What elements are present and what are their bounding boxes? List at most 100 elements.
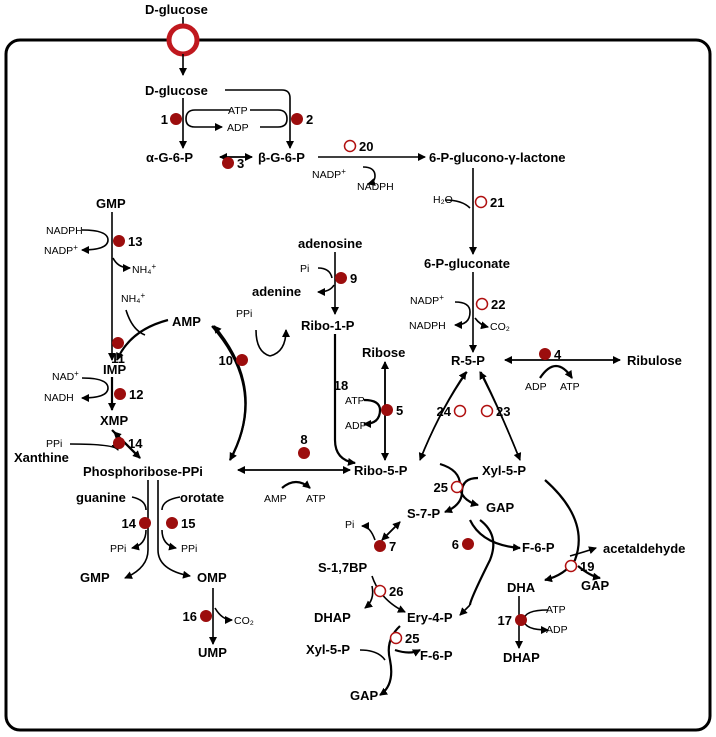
- label-co2-b: CO₂: [234, 615, 254, 627]
- enzyme-number: 24: [437, 404, 452, 419]
- label-nh4-a: NH₄+: [132, 262, 156, 277]
- label-adenine: adenine: [252, 284, 301, 299]
- label-gap-3: GAP: [581, 578, 610, 593]
- enzyme-number: 15: [181, 516, 195, 531]
- enzyme-number: 25: [405, 631, 419, 646]
- label-alpha-g6p: α-G-6-P: [146, 150, 193, 165]
- enzyme-number: 6: [452, 537, 459, 552]
- label-guanine: guanine: [76, 490, 126, 505]
- detected-dot-icon: [112, 337, 124, 349]
- enzyme-13-marker: 13: [113, 234, 142, 249]
- enzyme-4-marker: 4: [539, 347, 562, 362]
- enzyme-number: 14: [122, 516, 137, 531]
- pathway-edges: [69, 89, 621, 696]
- label-s-7-p: S-7-P: [407, 506, 441, 521]
- label-xyl-5-p-2: Xyl-5-P: [306, 642, 350, 657]
- enzyme-number: 3: [237, 156, 244, 171]
- enzyme-5-marker: 5: [381, 403, 403, 418]
- label-amp-8: AMP: [264, 493, 287, 505]
- enzyme-14-marker: 14: [122, 516, 151, 531]
- enzyme-number: 17: [498, 613, 512, 628]
- label-ump: UMP: [198, 645, 227, 660]
- enzyme-24-marker: 24: [437, 404, 467, 419]
- label-nadp-1: NADP+: [312, 167, 346, 182]
- enzyme-3-marker: 3: [222, 156, 244, 171]
- enzyme-number: 26: [389, 584, 403, 599]
- undetected-ring-icon: [475, 297, 489, 311]
- label-orotate: orotate: [180, 490, 224, 505]
- label-gmp-bottom: GMP: [80, 570, 110, 585]
- label-acetaldehyde: acetaldehyde: [603, 541, 685, 556]
- detected-dot-icon: [381, 404, 393, 416]
- enzyme-11-marker: 11: [111, 337, 125, 366]
- detected-dot-icon: [515, 614, 527, 626]
- label-nadph-13: NADPH: [46, 225, 83, 237]
- enzyme-7-marker: 7: [374, 539, 396, 554]
- enzyme-25-marker: 25: [389, 631, 419, 646]
- label-nadp-2: NADP+: [410, 293, 444, 308]
- label-co2-a: CO₂: [490, 321, 510, 333]
- label-ppi-14b: PPi: [110, 543, 126, 555]
- glucose-transporter-icon: [166, 23, 200, 57]
- label-xanthine: Xanthine: [14, 450, 69, 465]
- label-6-p-gluconate: 6-P-gluconate: [424, 256, 510, 271]
- undetected-ring-icon: [564, 559, 578, 573]
- label-prpp: Phosphoribose-PPi: [83, 464, 203, 479]
- label-adp-17: ADP: [546, 624, 568, 636]
- enzyme-number: 21: [490, 195, 504, 210]
- label-dha: DHA: [507, 580, 536, 595]
- label-atp-4: ATP: [560, 381, 580, 393]
- enzyme-12-marker: 12: [114, 387, 143, 402]
- enzyme-23-marker: 23: [480, 404, 510, 419]
- enzyme-16-marker: 16: [183, 609, 212, 624]
- label-nad: NAD+: [52, 369, 79, 384]
- label-dhap-2: DHAP: [503, 650, 540, 665]
- enzyme-number: 5: [396, 403, 403, 418]
- detected-dot-icon: [462, 538, 474, 550]
- label-gap-2: GAP: [350, 688, 379, 703]
- label-adp-1: ADP: [227, 122, 249, 134]
- enzyme-22-marker: 22: [475, 297, 505, 312]
- detected-dot-icon: [539, 348, 551, 360]
- enzyme-number: 14: [128, 436, 143, 451]
- enzyme-number: 2: [306, 112, 313, 127]
- label-ribo-1-p: Ribo-1-P: [301, 318, 355, 333]
- enzyme-number: 10: [219, 353, 233, 368]
- label-f-6-p-2: F-6-P: [420, 648, 453, 663]
- label-nadp-13: NADP+: [44, 243, 78, 258]
- label-ribose: Ribose: [362, 345, 405, 360]
- label-imp: IMP: [103, 362, 126, 377]
- enzyme-number: 13: [128, 234, 142, 249]
- detected-dot-icon: [374, 540, 386, 552]
- undetected-ring-icon: [480, 404, 494, 418]
- enzyme-18-marker: 18: [334, 378, 348, 393]
- label-atp-5: ATP: [345, 395, 365, 407]
- label-f-6-p-1: F-6-P: [522, 540, 555, 555]
- enzyme-number: 25: [434, 480, 448, 495]
- detected-dot-icon: [291, 113, 303, 125]
- enzyme-number: 12: [129, 387, 143, 402]
- detected-dot-icon: [236, 354, 248, 366]
- label-gmp-top: GMP: [96, 196, 126, 211]
- label-atp-17: ATP: [546, 604, 566, 616]
- label-adp-4: ADP: [525, 381, 547, 393]
- label-dhap-1: DHAP: [314, 610, 351, 625]
- label-pi-7: Pi: [345, 519, 354, 531]
- detected-dot-icon: [114, 388, 126, 400]
- enzyme-8-marker: 8: [298, 432, 310, 459]
- enzyme-number: 23: [496, 404, 510, 419]
- enzyme-25-marker: 25: [434, 480, 464, 495]
- enzyme-1-marker: 1: [161, 112, 182, 127]
- detected-dot-icon: [298, 447, 310, 459]
- detected-dot-icon: [335, 272, 347, 284]
- detected-dot-icon: [170, 113, 182, 125]
- enzyme-2-marker: 2: [291, 112, 313, 127]
- undetected-ring-icon: [450, 480, 464, 494]
- detected-dot-icon: [113, 235, 125, 247]
- enzyme-number: 11: [111, 351, 125, 366]
- label-nadh: NADH: [44, 392, 74, 404]
- label-lactone: 6-P-glucono-γ-lactone: [429, 150, 566, 165]
- enzyme-20-marker: 20: [343, 139, 373, 154]
- detected-dot-icon: [166, 517, 178, 529]
